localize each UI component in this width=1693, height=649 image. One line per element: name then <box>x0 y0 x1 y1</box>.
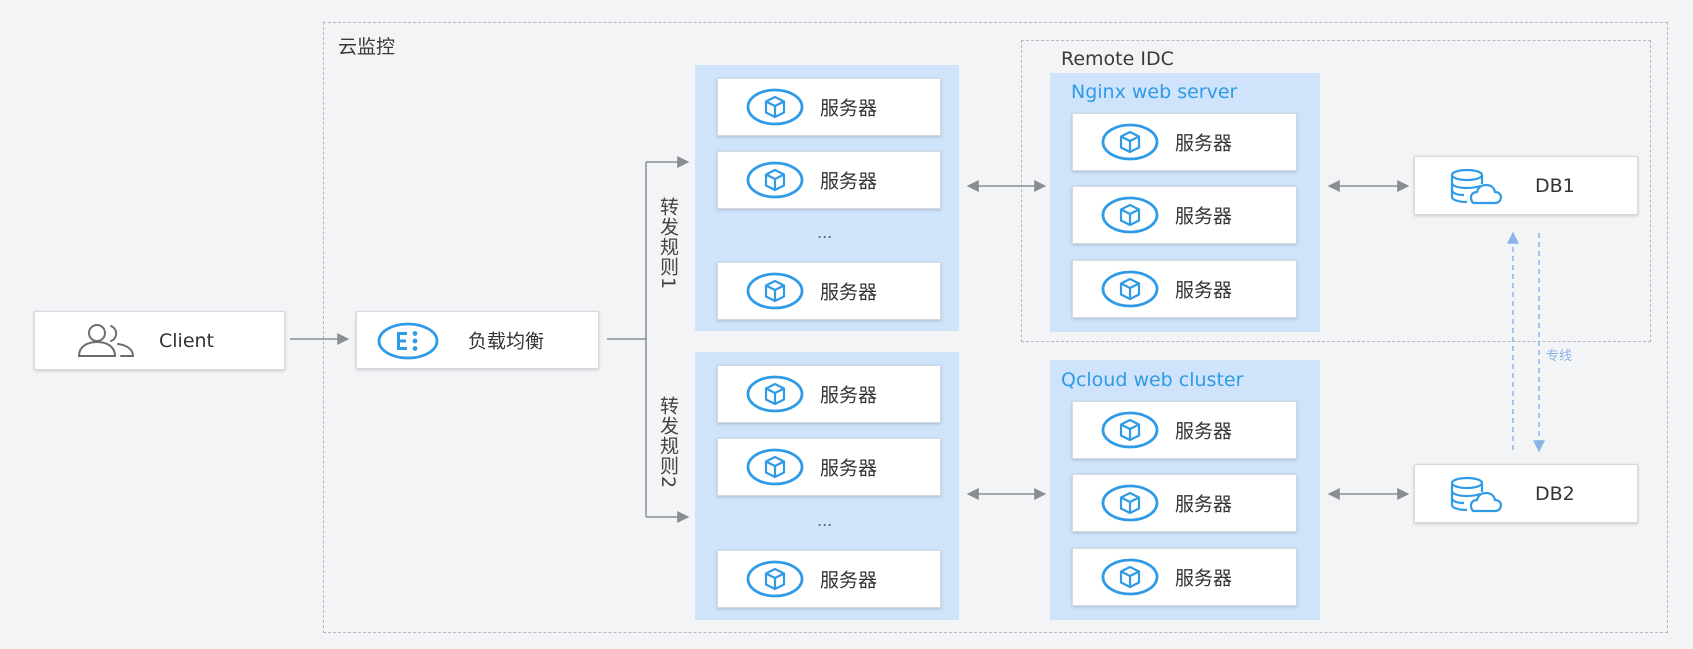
server-icon <box>1101 410 1159 450</box>
server-label: 服务器 <box>1175 493 1233 516</box>
remote-idc-label: Remote IDC <box>1061 48 1174 70</box>
server-card[interactable]: 服务器 <box>717 550 941 608</box>
server-icon <box>1101 269 1159 309</box>
server-card[interactable]: 服务器 <box>1072 260 1297 318</box>
cloud-monitor-frame <box>323 22 1668 633</box>
server-card[interactable]: 服务器 <box>1072 186 1297 244</box>
server-icon <box>1101 122 1159 162</box>
server-label: 服务器 <box>820 97 878 120</box>
server-icon <box>746 374 804 414</box>
server-group-2-ellipsis: ... <box>817 511 833 530</box>
server-label: 服务器 <box>1175 279 1233 302</box>
database-cloud-icon <box>1447 167 1503 211</box>
server-icon <box>746 160 804 200</box>
server-label: 服务器 <box>820 170 878 193</box>
client-node[interactable]: Client <box>34 311 285 370</box>
server-card[interactable]: 服务器 <box>717 365 941 423</box>
server-icon <box>1101 557 1159 597</box>
server-label: 服务器 <box>820 457 878 480</box>
load-balancer-label: 负载均衡 <box>468 330 545 353</box>
load-balancer-icon <box>377 321 439 365</box>
server-card[interactable]: 服务器 <box>1072 113 1297 171</box>
server-group-1-ellipsis: ... <box>817 223 833 242</box>
db2-node[interactable]: DB2 <box>1414 464 1638 523</box>
database-cloud-icon <box>1447 475 1503 519</box>
server-icon <box>746 87 804 127</box>
server-label: 服务器 <box>820 281 878 304</box>
server-label: 服务器 <box>1175 420 1233 443</box>
users-icon <box>73 322 139 364</box>
server-card[interactable]: 服务器 <box>717 151 941 209</box>
qcloud-panel-title: Qcloud web cluster <box>1061 369 1244 391</box>
forward-rule-1-label: 转发规则1 <box>657 197 679 291</box>
server-label: 服务器 <box>1175 567 1233 590</box>
server-label: 服务器 <box>1175 205 1233 228</box>
server-icon <box>746 271 804 311</box>
db1-node[interactable]: DB1 <box>1414 156 1638 215</box>
server-icon <box>1101 483 1159 523</box>
client-label: Client <box>159 329 215 352</box>
server-icon <box>1101 195 1159 235</box>
server-icon <box>746 447 804 487</box>
server-card[interactable]: 服务器 <box>717 262 941 320</box>
server-icon <box>746 559 804 599</box>
server-card[interactable]: 服务器 <box>1072 401 1297 459</box>
server-card[interactable]: 服务器 <box>1072 474 1297 532</box>
server-card[interactable]: 服务器 <box>717 78 941 136</box>
server-label: 服务器 <box>820 384 878 407</box>
server-card[interactable]: 服务器 <box>1072 548 1297 606</box>
forward-rule-2-label: 转发规则2 <box>657 396 679 490</box>
server-label: 服务器 <box>820 569 878 592</box>
server-label: 服务器 <box>1175 132 1233 155</box>
cloud-monitor-label: 云监控 <box>338 36 396 58</box>
db1-label: DB1 <box>1535 174 1575 197</box>
dedicated-line-label: 专线 <box>1546 349 1573 364</box>
db2-label: DB2 <box>1535 482 1575 505</box>
server-card[interactable]: 服务器 <box>717 438 941 496</box>
load-balancer-node[interactable]: 负载均衡 <box>356 311 599 369</box>
nginx-panel-title: Nginx web server <box>1071 81 1238 103</box>
